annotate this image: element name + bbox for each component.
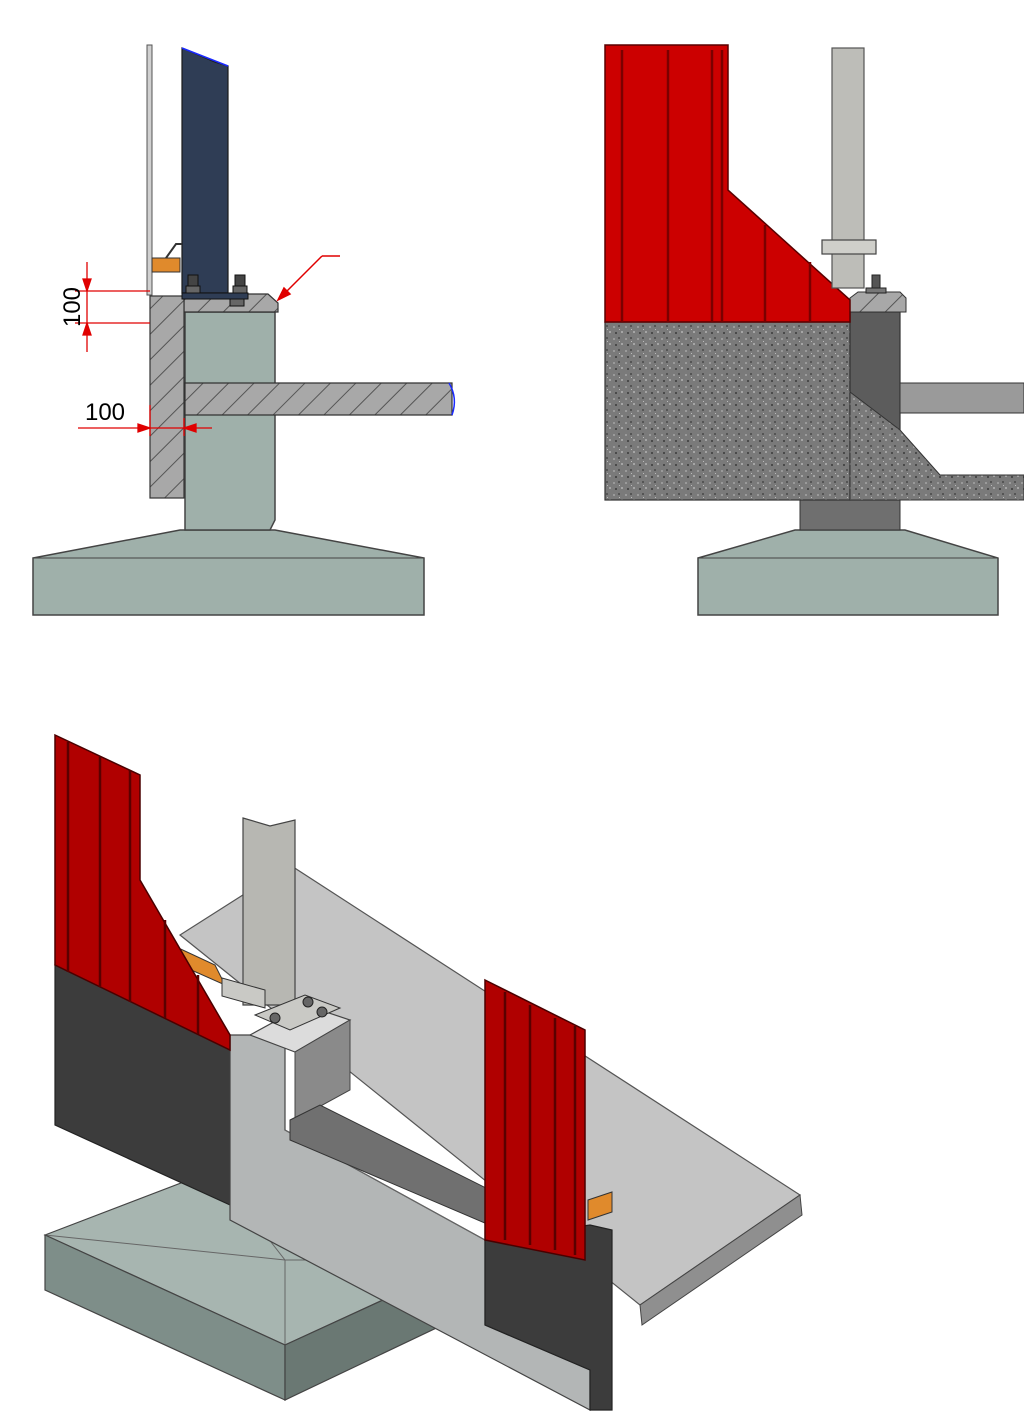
iso-red-cladding-right [484, 978, 586, 1261]
iso-post [242, 817, 296, 1006]
section-anchor-bolts [185, 274, 248, 307]
section-dim-horizontal-label: 100 [85, 399, 125, 426]
iso-right-panel [484, 1224, 613, 1411]
section-steel-column [181, 47, 229, 294]
elevation-pier-cap [849, 291, 907, 313]
section-wall-panel [149, 295, 185, 499]
elevation-base-panel [604, 321, 851, 501]
section-view: 100 100 [32, 44, 456, 616]
isometric-view [43, 733, 803, 1411]
section-dim-horizontal [78, 405, 212, 436]
section-cladding-sheet [146, 44, 153, 296]
elevation-footing [697, 529, 999, 616]
section-dim-vertical-label: 100 [59, 287, 86, 327]
elevation-cladding-ribs [620, 50, 812, 322]
elevation-view [604, 44, 1024, 616]
iso-post-bracket [221, 977, 266, 1009]
iso-timber-right [587, 1191, 613, 1221]
section-timber-bearer [151, 257, 181, 273]
section-floor-beam [184, 382, 453, 416]
section-pier [184, 311, 276, 531]
section-dim-vertical [75, 262, 150, 352]
elevation-post-bracket [821, 239, 877, 255]
section-leader-arrow [276, 255, 340, 302]
elevation-red-cladding [604, 44, 851, 323]
section-footing [32, 529, 425, 616]
section-base-plate [181, 292, 249, 300]
elevation-floor-beam [899, 382, 1024, 414]
